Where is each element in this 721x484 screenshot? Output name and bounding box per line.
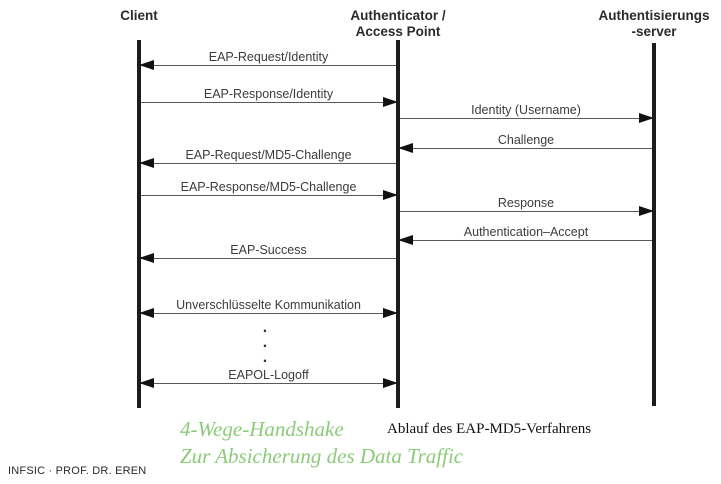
continuation-dots: ... [259,319,271,366]
arrowhead-left-icon [139,308,154,319]
arrowhead-right-icon [383,97,398,108]
arrowhead-right-icon [383,308,398,319]
arrowhead-left-icon [139,158,154,169]
message-arrow: Response [400,196,654,217]
message-arrow: Challenge [398,133,652,154]
message-label: Unverschlüsselte Kommunikation [176,298,361,312]
arrowhead-left-icon [139,378,154,389]
message-arrow: Authentication–Accept [398,225,652,246]
lifeline-authenticator [396,40,400,408]
message-arrow: Unverschlüsselte Kommunikation [139,298,398,319]
message-arrow: EAP-Request/Identity [139,50,396,71]
arrowhead-left-icon [398,235,413,246]
continuation-dot: . [262,319,268,336]
message-arrow: Identity (Username) [400,103,654,124]
message-label: EAP-Request/MD5-Challenge [185,148,352,162]
message-label: Identity (Username) [471,103,581,117]
lifeline-server [652,43,656,406]
message-arrow: EAP-Success [139,243,396,264]
message-arrow: EAPOL-Logoff [139,368,398,389]
continuation-dot: . [262,334,268,351]
arrowhead-right-icon [383,190,398,201]
handshake-caption-line2: Zur Absicherung des Data Traffic [180,444,464,468]
arrowhead-left-icon [398,143,413,154]
lane-label-server: Authentisierungs -server [598,8,710,39]
continuation-dot: . [262,349,268,366]
message-arrow: EAP-Response/MD5-Challenge [141,180,398,201]
lifeline-client [137,40,141,408]
message-label: EAP-Response/Identity [203,87,334,101]
message-label: EAP-Request/Identity [208,50,329,64]
arrowhead-right-icon [639,113,654,124]
message-arrow: EAP-Request/MD5-Challenge [139,148,396,169]
message-arrow: EAP-Response/Identity [141,87,398,108]
message-label: Authentication–Accept [463,225,589,239]
arrowhead-right-icon [639,206,654,217]
arrowhead-left-icon [139,253,154,264]
message-label: Response [497,196,555,210]
message-label: Challenge [497,133,555,147]
handshake-caption: 4-Wege-Handshake Zur Absicherung des Dat… [180,416,463,470]
footer-credit: INFSIC · PROF. DR. EREN [8,465,147,477]
message-label: EAPOL-Logoff [228,368,309,382]
arrowhead-right-icon [383,378,398,389]
handshake-caption-line1: 4-Wege-Handshake [180,417,344,441]
message-label: EAP-Response/MD5-Challenge [180,180,357,194]
lane-label-client: Client [120,8,158,23]
diagram-caption: Ablauf des EAP-MD5-Verfahrens [387,421,592,437]
arrowhead-left-icon [139,60,154,71]
lane-label-authenticator: Authenticator / Access Point [350,8,446,39]
message-label: EAP-Success [230,243,307,257]
